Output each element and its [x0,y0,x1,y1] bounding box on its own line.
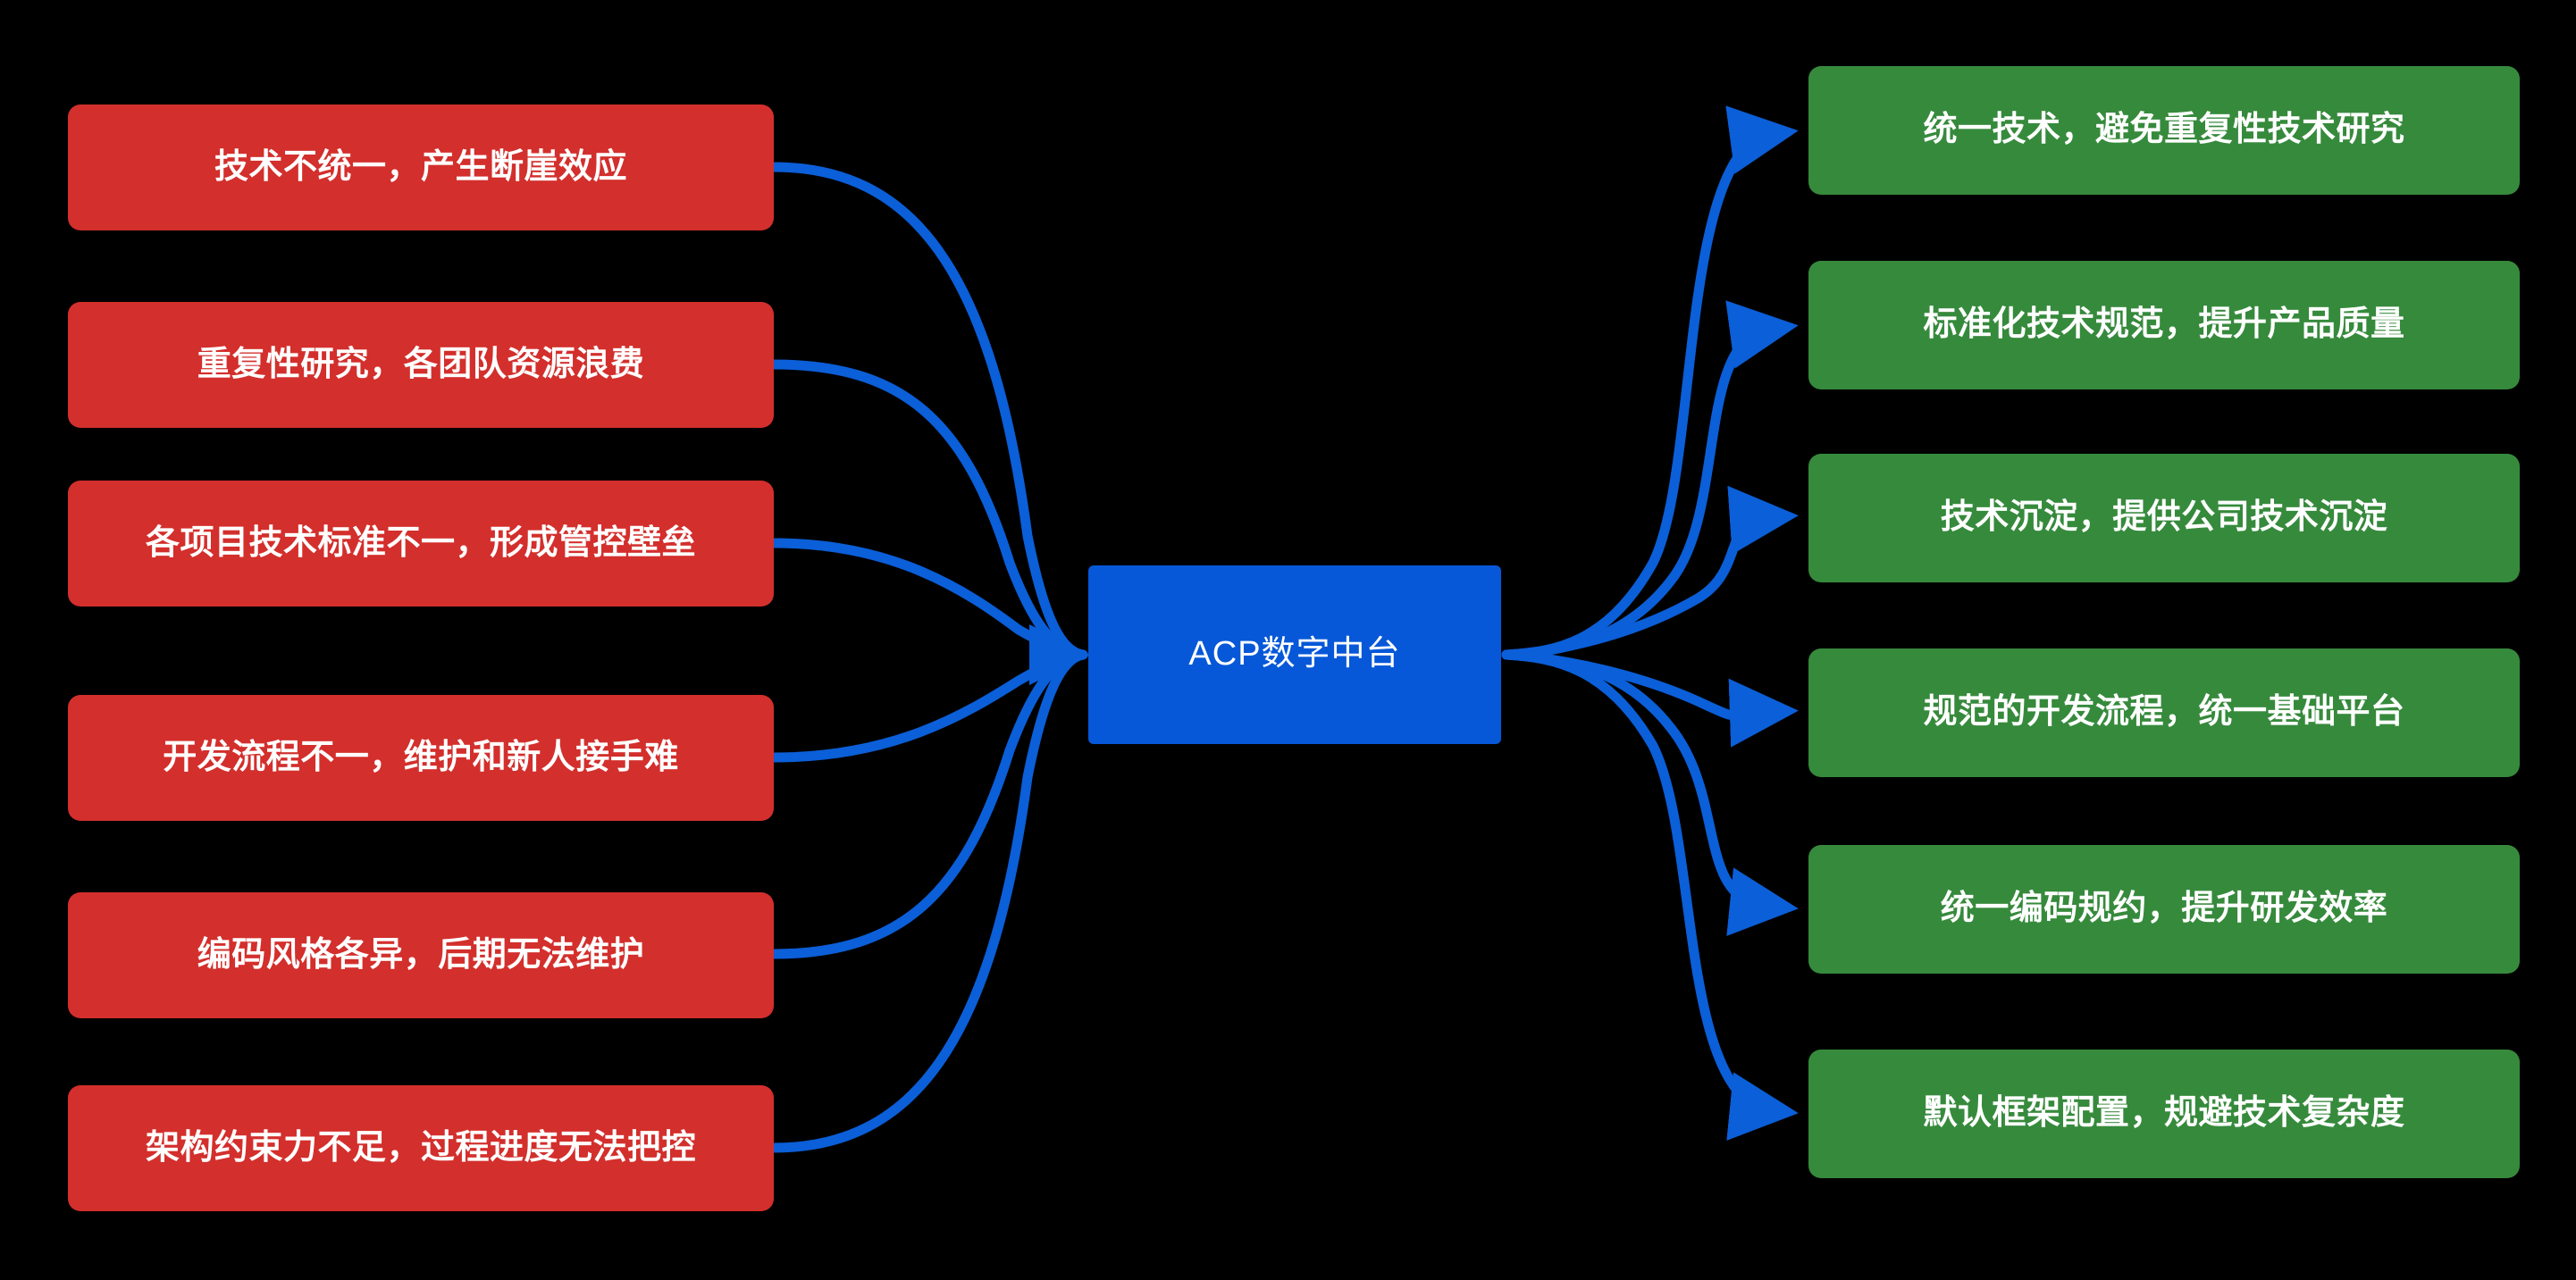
center-node[interactable]: ACP数字中台 [1088,565,1501,744]
benefit-node-5[interactable]: 统一编码规约，提升研发效率 [1808,845,2520,974]
edge-benefit-5 [1501,649,1799,936]
benefit-node-label: 默认框架配置，规避技术复杂度 [1923,1094,2405,1133]
edge-benefit-3 [1501,485,1799,660]
problem-node-3[interactable]: 各项目技术标准不一，形成管控壁垒 [68,481,774,607]
problem-node-label: 编码风格各异，后期无法维护 [197,935,645,974]
problem-node-5[interactable]: 编码风格各异，后期无法维护 [68,892,774,1018]
problem-node-label: 各项目技术标准不一，形成管控壁垒 [145,523,696,562]
benefit-node-label: 规范的开发流程，统一基础平台 [1923,693,2405,732]
edge-problem-4 [768,649,1088,763]
problem-node-label: 重复性研究，各团队资源浪费 [197,345,645,383]
benefit-node-label: 统一编码规约，提升研发效率 [1940,890,2388,928]
edge-problem-2 [768,359,1088,660]
edge-benefit-2 [1501,300,1799,660]
benefit-node-6[interactable]: 默认框架配置，规避技术复杂度 [1808,1050,2520,1178]
edge-benefit-6 [1501,649,1799,1141]
benefit-node-3[interactable]: 技术沉淀，提供公司技术沉淀 [1808,454,2520,582]
edge-benefit-1 [1501,105,1799,660]
edge-problem-5 [768,649,1088,959]
edge-problem-1 [768,162,1088,660]
problem-node-label: 技术不统一，产生断崖效应 [214,147,627,186]
problem-node-1[interactable]: 技术不统一，产生断崖效应 [68,105,774,230]
benefit-node-1[interactable]: 统一技术，避免重复性技术研究 [1808,66,2520,195]
problem-node-6[interactable]: 架构约束力不足，过程进度无法把控 [68,1085,774,1211]
benefit-node-label: 标准化技术规范，提升产品质量 [1923,305,2405,344]
problem-node-2[interactable]: 重复性研究，各团队资源浪费 [68,302,774,428]
edge-problem-3 [768,538,1088,660]
edge-benefit-4 [1501,649,1799,748]
benefit-node-label: 技术沉淀，提供公司技术沉淀 [1940,498,2388,537]
benefit-node-4[interactable]: 规范的开发流程，统一基础平台 [1808,648,2520,777]
benefit-node-label: 统一技术，避免重复性技术研究 [1923,111,2405,149]
arrowhead-into-center [1029,624,1090,685]
edge-problem-6 [768,649,1088,1153]
problem-node-label: 架构约束力不足，过程进度无法把控 [145,1128,696,1167]
problem-node-label: 开发流程不一，维护和新人接手难 [163,738,679,776]
problem-node-4[interactable]: 开发流程不一，维护和新人接手难 [68,695,774,821]
center-node-label: ACP数字中台 [1188,635,1401,673]
benefit-node-2[interactable]: 标准化技术规范，提升产品质量 [1808,261,2520,389]
